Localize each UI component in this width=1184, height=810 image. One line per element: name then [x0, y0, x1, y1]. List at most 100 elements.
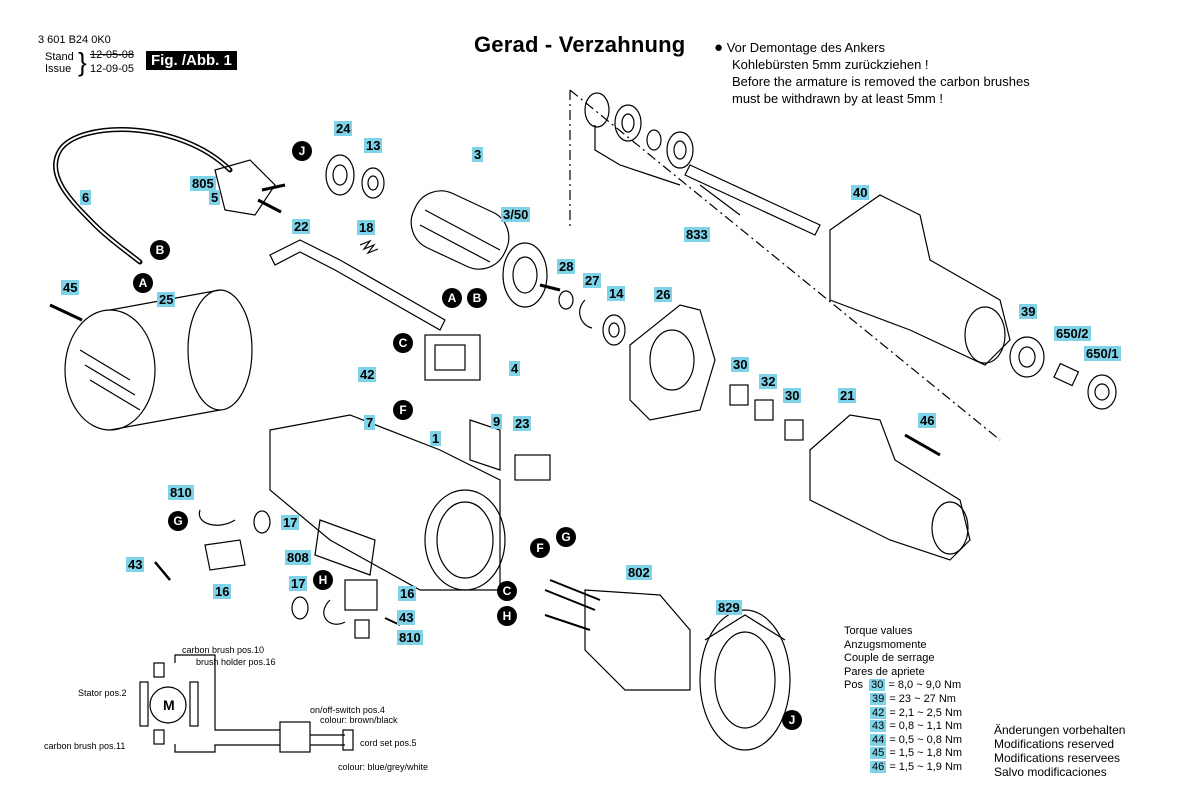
torque-pos: 30 — [869, 679, 886, 692]
stator-shape — [584, 589, 691, 691]
part-13-shape — [361, 167, 385, 199]
connector-mark-f-switch: F — [393, 400, 413, 420]
document-number: 3 601 B24 0K0 — [38, 34, 111, 46]
brace-icon: } — [78, 47, 87, 77]
connector-mark-a-cord: A — [133, 273, 153, 293]
part-label-650-1: 650/1 — [1084, 346, 1121, 361]
torque-value: = 0,5 ~ 0,8 Nm — [889, 733, 963, 746]
part-label-1: 1 — [430, 431, 442, 446]
connector-mark-c-stator: C — [497, 581, 517, 601]
connector-mark-h-brush: H — [313, 570, 333, 590]
reserved-es: Salvo modificaciones — [994, 765, 1107, 779]
housing-21-shape — [809, 414, 971, 561]
part-label-833: 833 — [684, 227, 710, 242]
torque-row: 45 = 1,5 ~ 1,8 Nm — [844, 747, 962, 761]
torque-value: = 2,1 ~ 2,5 Nm — [889, 706, 963, 719]
torque-title-de: Anzugsmomente — [844, 638, 927, 651]
part-label-802: 802 — [626, 565, 652, 580]
housing-40-shape — [829, 194, 1011, 366]
torque-value: = 8,0 ~ 9,0 Nm — [888, 679, 962, 692]
connector-mark-b-switch: B — [467, 288, 487, 308]
part-label-808: 808 — [285, 550, 311, 565]
note-line-3: Before the armature is removed the carbo… — [732, 74, 1030, 89]
connector-mark-f-stator: F — [530, 538, 550, 558]
torque-pos: 43 — [870, 720, 887, 733]
part-label-42: 42 — [358, 367, 377, 382]
connector-mark-j-bottom: J — [782, 710, 802, 730]
part-label-18: 18 — [357, 220, 376, 235]
schematic-colour-2: colour: blue/grey/white — [338, 762, 429, 772]
torque-row: 39 = 23 ~ 27 Nm — [844, 692, 962, 707]
part-label-30-a: 30 — [731, 357, 750, 372]
part-label-805: 805 — [190, 176, 216, 191]
note-line-4: must be withdrawn by at least 5mm ! — [732, 91, 943, 106]
bullet-icon: ● — [714, 39, 724, 56]
fan-shape — [502, 242, 548, 308]
connector-mark-g-stator: G — [556, 527, 576, 547]
part-label-46: 46 — [918, 413, 937, 428]
reserved-de: Änderungen vorbehalten — [994, 723, 1126, 737]
schematic-cord: cord set pos.5 — [360, 738, 417, 748]
part-label-7: 7 — [364, 415, 376, 430]
connector-mark-j-top: J — [292, 141, 312, 161]
schematic-brush-bottom: carbon brush pos.11 — [44, 741, 126, 751]
torque-pos-label: Pos — [844, 679, 863, 692]
part-label-810-a: 810 — [168, 485, 194, 500]
part-label-25: 25 — [157, 292, 176, 307]
schematic-stator: Stator pos.2 — [78, 688, 127, 698]
part-label-14: 14 — [607, 286, 626, 301]
torque-table: Torque values Anzugsmomente Couple de se… — [844, 625, 962, 775]
torque-title-es: Pares de apriete — [844, 665, 925, 678]
part-label-22: 22 — [292, 219, 311, 234]
connector-mark-a-switch: A — [442, 288, 462, 308]
part-label-43-b: 43 — [397, 610, 416, 625]
reserved-fr: Modifications reservees — [994, 751, 1121, 765]
flange-26-shape — [629, 304, 716, 421]
torque-value: = 0,8 ~ 1,1 Nm — [889, 720, 963, 733]
housing-25-end — [64, 309, 156, 431]
part-label-28: 28 — [557, 259, 576, 274]
connector-mark-b-cord: B — [150, 240, 170, 260]
connector-mark-g-brush: G — [168, 511, 188, 531]
part-label-13: 13 — [364, 138, 383, 153]
part-label-21: 21 — [838, 388, 857, 403]
torque-pos: 44 — [870, 733, 887, 746]
part-label-5: 5 — [209, 190, 221, 205]
torque-pos: 42 — [870, 706, 887, 719]
part-label-3: 3 — [472, 147, 484, 162]
part-label-810-b: 810 — [397, 630, 423, 645]
torque-row: 42 = 2,1 ~ 2,5 Nm — [844, 706, 963, 721]
stand-date: 12-05-08 — [90, 49, 135, 61]
part-label-32: 32 — [759, 374, 778, 389]
stand-label: Stand — [45, 51, 74, 63]
schematic-brush-holder: brush holder pos.16 — [196, 657, 276, 667]
torque-value: = 23 ~ 27 Nm — [889, 692, 956, 705]
part-label-6: 6 — [80, 190, 92, 205]
shaft-shape — [684, 164, 821, 236]
part-label-650-2: 650/2 — [1054, 326, 1091, 341]
part-label-16-a: 16 — [213, 584, 232, 599]
torque-pos: 39 — [870, 692, 887, 705]
part-label-4: 4 — [509, 361, 521, 376]
switch-shape — [424, 334, 481, 381]
part-label-45: 45 — [61, 280, 80, 295]
plug-body — [214, 159, 276, 216]
part-label-27: 27 — [583, 273, 602, 288]
connector-mark-h-stator: H — [497, 606, 517, 626]
torque-pos: 45 — [870, 747, 887, 760]
schematic-motor-circle — [149, 686, 187, 724]
part-label-43-a: 43 — [126, 557, 145, 572]
part-label-23: 23 — [513, 416, 532, 431]
torque-value: = 1,5 ~ 1,8 Nm — [889, 747, 963, 760]
disassembly-note: ● Vor Demontage des Ankers Kohlebürsten … — [714, 39, 1074, 107]
schematic-colour-1: colour: brown/black — [320, 715, 398, 725]
part-label-30-b: 30 — [783, 388, 802, 403]
part-label-9: 9 — [491, 414, 503, 429]
schematic-switch: on/off-switch pos.4 — [310, 705, 385, 715]
part-22-shape — [269, 239, 446, 331]
part-label-17-a: 17 — [281, 515, 300, 530]
torque-title-en: Torque values — [844, 625, 913, 637]
connector-mark-c-switch: C — [393, 333, 413, 353]
torque-row: 46 = 1,5 ~ 1,9 Nm — [844, 760, 962, 775]
part-label-3-50: 3/50 — [501, 207, 531, 222]
